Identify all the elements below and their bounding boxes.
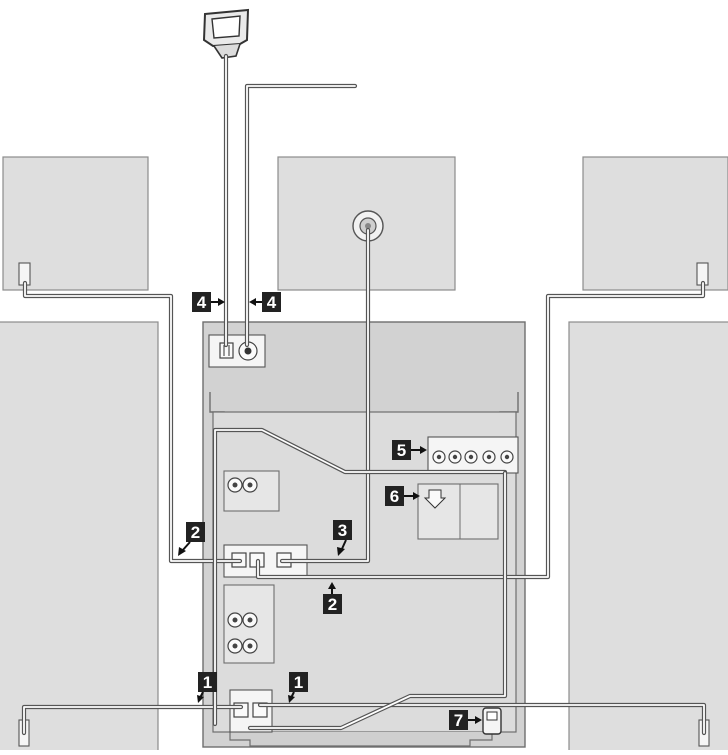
front-left-top-speaker (2, 156, 149, 291)
speaker-driver-icon (352, 210, 384, 242)
callout-4-right-text: 4 (267, 293, 277, 312)
callout-7-text: 7 (454, 711, 463, 730)
callout-5: 5 (392, 440, 427, 460)
front-right-top-speaker (582, 156, 728, 291)
bottom-speaker-terminal-panel (229, 689, 273, 733)
callout-2-left: 2 (178, 522, 205, 556)
component-panel (417, 483, 499, 540)
right-tall-speaker (568, 321, 728, 753)
left-tall-speaker (0, 321, 159, 753)
antenna-terminal-panel (208, 334, 266, 368)
callout-4-right: 4 (249, 292, 281, 312)
power-plug-icon (482, 707, 502, 735)
am-loop-antenna-icon (202, 8, 250, 59)
callout-2-left-text: 2 (191, 523, 200, 542)
callout-7: 7 (449, 710, 482, 730)
callout-1-right-text: 1 (294, 673, 303, 692)
callout-2-right-text: 2 (328, 595, 337, 614)
callout-2-right: 2 (323, 582, 342, 614)
callout-6: 6 (385, 486, 420, 506)
audio-in-jack-panel (223, 470, 280, 512)
callout-3: 3 (333, 520, 352, 556)
callout-6-text: 6 (390, 487, 399, 506)
callout-1-left-text: 1 (203, 673, 212, 692)
callout-4-left-text: 4 (197, 293, 207, 312)
callout-1-left: 1 (197, 672, 217, 703)
callout-4-left: 4 (192, 292, 225, 312)
lower-jack-panel (223, 584, 275, 664)
callout-3-text: 3 (338, 521, 347, 540)
callout-1-right: 1 (288, 672, 308, 703)
video-jack-panel (427, 436, 519, 474)
callout-5-text: 5 (397, 441, 406, 460)
cables (21, 53, 707, 736)
